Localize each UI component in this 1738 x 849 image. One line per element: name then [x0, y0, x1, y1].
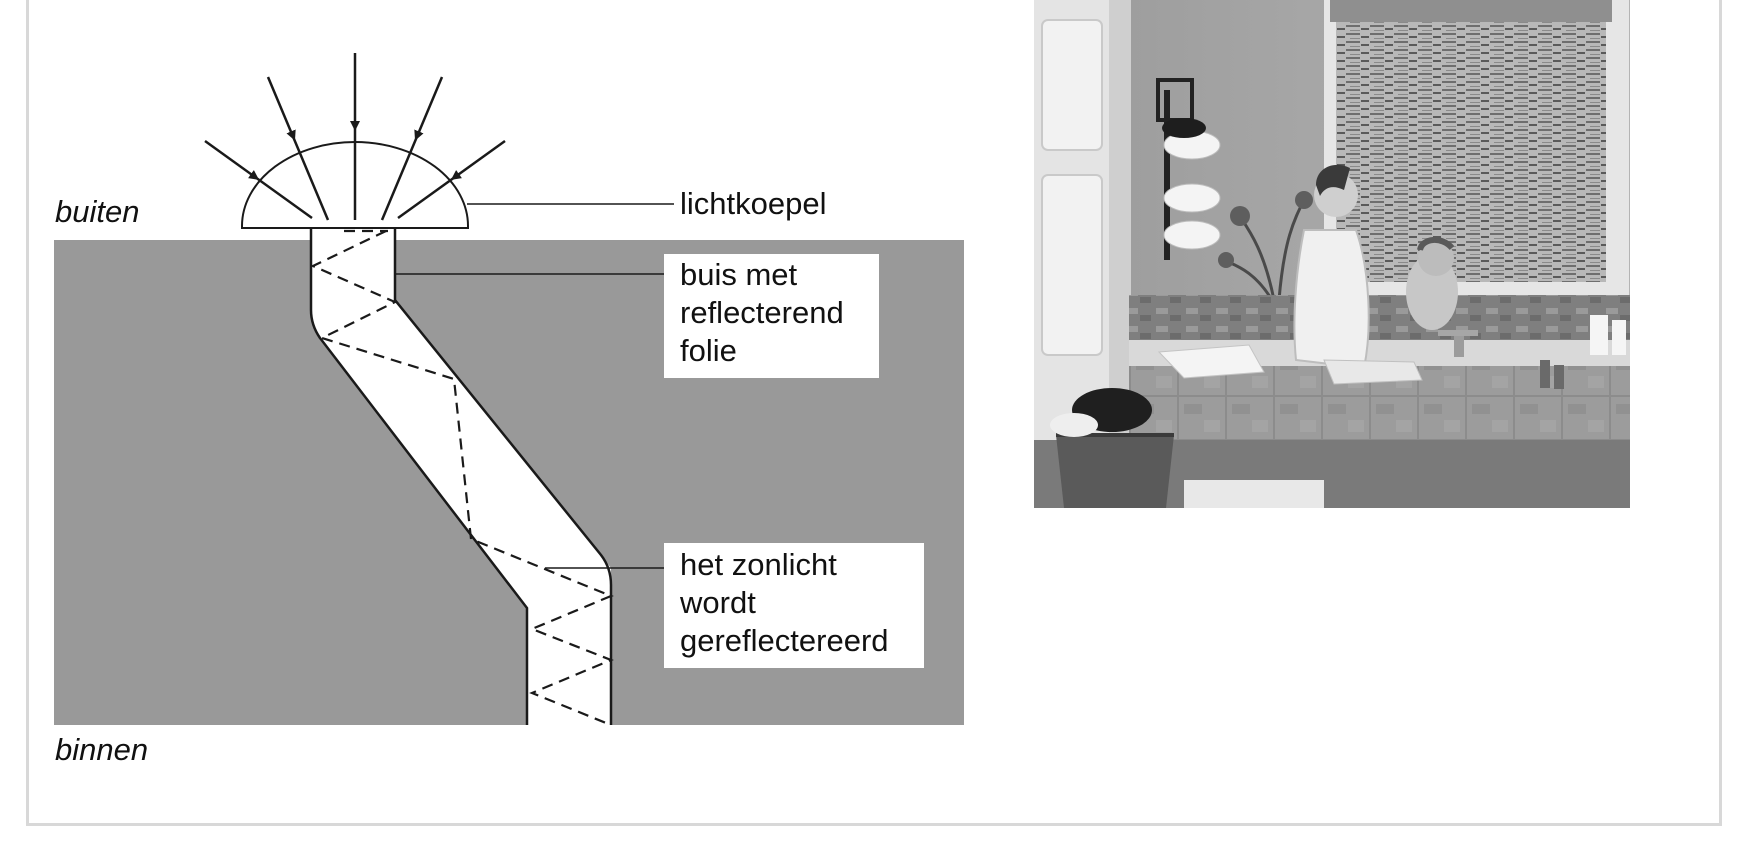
bathroom-photo-icon	[1034, 0, 1630, 508]
tube-label-line-2: reflecterend	[680, 295, 844, 330]
light-tube-interior	[311, 228, 611, 725]
light-tube-diagram: buiten binnen lichtkoepel buis met refle…	[54, 53, 964, 767]
dome-label: lichtkoepel	[680, 186, 826, 221]
outside-label: buiten	[55, 194, 139, 229]
reflection-label-box	[664, 543, 924, 668]
reflection-label-line-1: het zonlicht	[680, 547, 837, 582]
tube-label-line-3: folie	[680, 333, 737, 368]
tube-wall-right	[393, 228, 613, 725]
sun-rays	[204, 53, 506, 221]
tube-wall-left	[309, 228, 529, 725]
reflection-label-line-2: wordt	[679, 585, 756, 620]
figure-frame	[26, 0, 1722, 826]
reflected-light-path	[310, 230, 614, 727]
tube-label-line-1: buis met	[680, 257, 798, 292]
reflection-label-line-3: gereflectereerd	[680, 623, 889, 658]
inside-label: binnen	[55, 732, 148, 767]
tube-label-box	[664, 254, 879, 378]
